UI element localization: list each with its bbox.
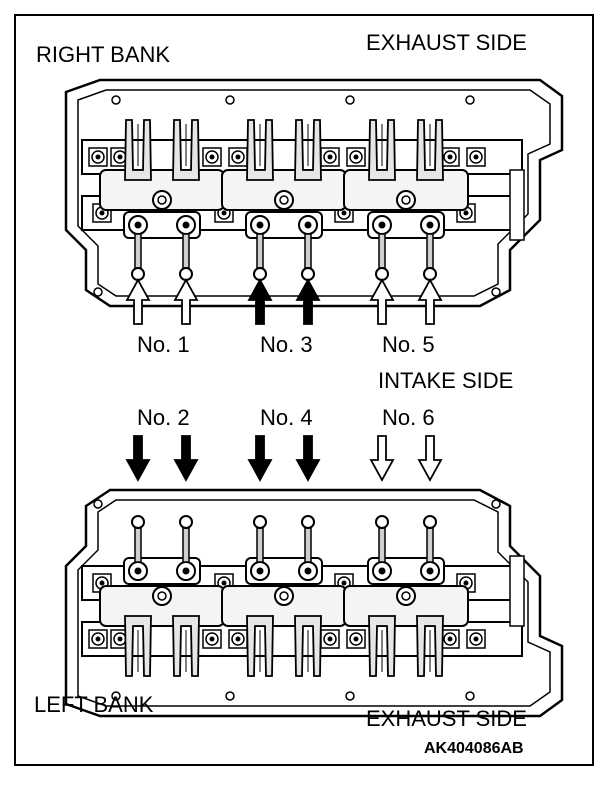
cylinder-label-bottom-1: No. 2: [137, 405, 190, 430]
arrow-down-icon: [173, 435, 199, 482]
intake-side-label: INTAKE SIDE: [378, 368, 514, 393]
cylinder-label-top-3: No. 5: [382, 332, 435, 357]
arrow-up-icon: [125, 278, 151, 325]
arrow-up-icon: [295, 278, 321, 325]
arrow-layer: [125, 278, 443, 482]
arrow-up-icon: [369, 278, 395, 325]
arrow-up-icon: [173, 278, 199, 325]
arrow-down-icon: [295, 435, 321, 482]
cylinder-label-bottom-2: No. 4: [260, 405, 313, 430]
exhaust-side-bottom-label: EXHAUST SIDE: [366, 706, 527, 731]
cylinder-label-top-2: No. 3: [260, 332, 313, 357]
arrow-down-icon: [417, 435, 443, 482]
arrow-down-icon: [369, 435, 395, 482]
exhaust-side-top-label: EXHAUST SIDE: [366, 30, 527, 55]
cylinder-label-top-1: No. 1: [137, 332, 190, 357]
figure-code: AK404086AB: [424, 740, 524, 757]
cylinder-label-bottom-3: No. 6: [382, 405, 435, 430]
left-bank-head: [66, 490, 562, 716]
arrow-up-icon: [417, 278, 443, 325]
right-bank-head: [66, 80, 562, 306]
right-bank-label: RIGHT BANK: [36, 42, 171, 67]
arrow-down-icon: [125, 435, 151, 482]
arrow-down-icon: [247, 435, 273, 482]
arrow-up-icon: [247, 278, 273, 325]
left-bank-label: LEFT BANK: [34, 692, 154, 717]
